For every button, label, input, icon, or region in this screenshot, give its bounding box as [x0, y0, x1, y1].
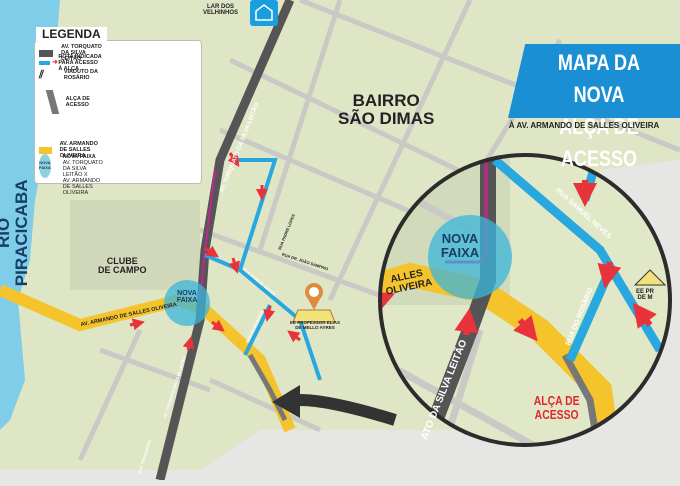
alca-swatch [39, 90, 60, 114]
legend-label: AV. ARMANDO DE SALLES OLIVEIRA [59, 141, 98, 159]
legend-nova-faixa-text: NOVA FAIXA AV. TORQUATO DA SILVA LEITÃO … [63, 154, 106, 196]
viaduto-icon: ⫽ [39, 69, 44, 81]
lar-label-line2: VELHINHOS [203, 10, 239, 17]
page-title: MAPA DA NOVA ALÇA DE ACESSO [533, 47, 666, 175]
torquato-swatch [39, 49, 54, 57]
legend-item-alca: ALÇA DE ACESSO [39, 90, 98, 114]
inset-alca-label: ALÇA DE ACESSO [534, 394, 580, 421]
inset-school: EE PR DE M [636, 289, 654, 302]
legend-detail: AV. TORQUATO DA SILVA LEITÃO X [62, 160, 103, 178]
legend-item-nova-faixa: NOVA FAIXA NOVA FAIXA AV. TORQUATO DA SI… [39, 154, 106, 196]
inset-school-line1: EE PR [636, 289, 655, 295]
legend-item-torquato: AV. TORQUATO DA SILVA LEITÃO [39, 44, 106, 62]
lar-dos-velhinhos-icon [250, 0, 278, 26]
legend-label: VIADUTO DA ROSÁRIO [63, 69, 98, 81]
legend-label: AV. TORQUATO DA SILVA LEITÃO [61, 44, 102, 62]
nova-faixa-swatch: NOVA FAIXA [39, 154, 51, 178]
nova-faixa-marker [164, 280, 210, 326]
clube-label-line2: DE CAMPO [98, 265, 147, 276]
legend-detail: AV. ARMANDO DE SALLES OLIVEIRA [62, 178, 101, 196]
legend-label: ALÇA DE ACESSO [65, 96, 90, 108]
bairro-label-line2: SÃO DIMAS [338, 108, 435, 128]
legend-title: LEGENDA [36, 27, 107, 41]
legend-item-viaduto: ⫽ VIADUTO DA ROSÁRIO [39, 68, 101, 82]
legend-item-route: ➜ ROTA INDICADA PARA ACESSO À ALÇA [39, 54, 102, 72]
title-line1: MAPA DA NOVA [557, 50, 641, 107]
zoom-pointer-arrow [299, 394, 397, 426]
inset-alca-line2: ACESSO [534, 406, 579, 422]
legend [34, 40, 202, 184]
clube-label: CLUBE DE CAMPO [98, 256, 147, 276]
school-pin-icon [292, 283, 336, 323]
inset-nova-faixa: NOVA FAIXA [430, 232, 490, 259]
clube-de-campo-area [70, 200, 200, 290]
legend-item-armando: AV. ARMANDO DE SALLES OLIVEIRA [39, 141, 104, 159]
nova-faixa-label: NOVA FAIXA [167, 290, 207, 305]
title-line2: ALÇA DE ACESSO [559, 114, 639, 171]
school-label-line1: EE PROFESSOR ELIAS [289, 320, 340, 325]
school-label-line2: DE MELLO AYRES [295, 324, 335, 330]
alca-de-acesso [247, 353, 288, 422]
nova-faixa-label-line1: NOVA [177, 290, 197, 297]
bairro-label: BAIRRO SÃO DIMAS [338, 92, 434, 128]
inset-nova-faixa-line1: NOVA [441, 231, 479, 246]
nova-faixa-label-line2: FAIXA [176, 297, 198, 305]
armando-swatch [39, 146, 52, 154]
inset-nova-faixa-line2: FAIXA [440, 244, 480, 260]
river-label: RIO PIRACICABA [0, 179, 31, 287]
lar-label-line1: LAR DOS [207, 4, 234, 10]
route-swatch: ➜ [39, 59, 58, 66]
bairro-label-line1: BAIRRO [352, 91, 420, 110]
school-label: EE PROFESSOR ELIAS DE MELLO AYRES [284, 320, 346, 330]
page-subtitle: À AV. ARMANDO DE SALLES OLIVEIRA [508, 121, 660, 130]
inset-school-line2: DE M [637, 295, 653, 302]
lar-label: LAR DOS VELHINHOS [203, 4, 238, 17]
legend-label: NOVA FAIXA [62, 154, 96, 160]
inset-alca-line1: ALÇA DE [533, 393, 580, 408]
clube-label-line1: CLUBE [106, 256, 138, 266]
legend-label: ROTA INDICADA PARA ACESSO À ALÇA [58, 54, 102, 72]
title-banner [508, 44, 680, 118]
